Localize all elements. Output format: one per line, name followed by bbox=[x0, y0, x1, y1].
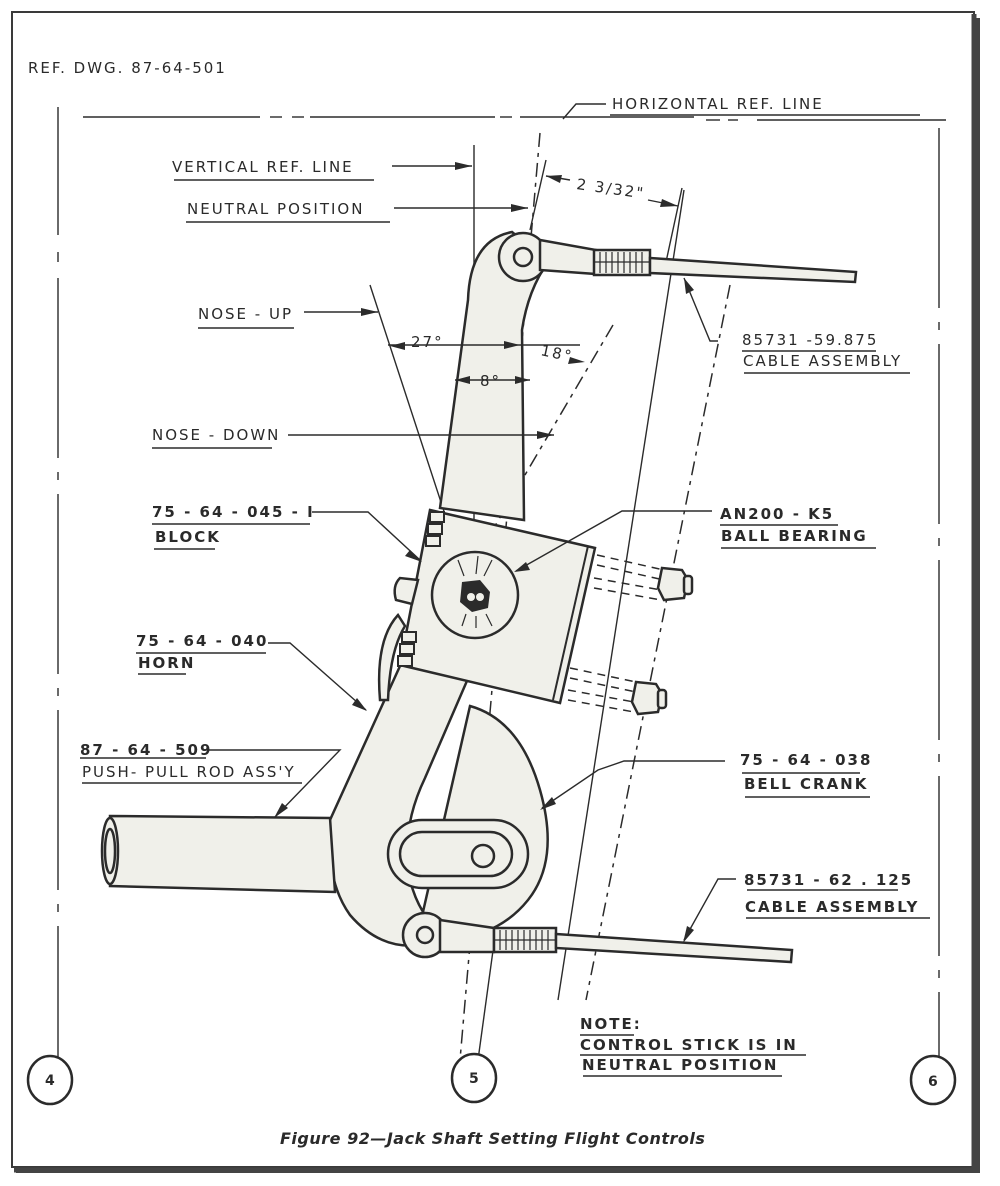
callout-ball-bearing: AN200 - K5 BALL BEARING bbox=[514, 505, 876, 572]
station-4-text: 4 bbox=[45, 1073, 55, 1089]
callout-rod-part: 87 - 64 - 509 bbox=[80, 741, 212, 759]
vertical-ref-label: VERTICAL REF. LINE bbox=[172, 158, 472, 181]
station-6-text: 6 bbox=[928, 1074, 938, 1090]
upper-cable-assembly bbox=[497, 231, 858, 284]
callout-bearing-name: BALL BEARING bbox=[721, 527, 868, 545]
horn-center-line bbox=[557, 189, 685, 1001]
callout-lower-cable: 85731 - 62 . 125 CABLE ASSEMBLY bbox=[683, 871, 930, 943]
callout-lower-cable-name: CABLE ASSEMBLY bbox=[745, 898, 919, 916]
vertical-ref-text: VERTICAL REF. LINE bbox=[172, 158, 354, 176]
callout-upper-cable-name: CABLE ASSEMBLY bbox=[743, 352, 902, 370]
nose-down-label: NOSE - DOWN bbox=[152, 426, 554, 449]
angle-neutral-text: 8° bbox=[480, 372, 501, 390]
lower-cable-assembly bbox=[401, 911, 794, 964]
station-marker-4: 4 bbox=[26, 1054, 74, 1106]
callout-upper-cable-part: 85731 -59.875 bbox=[742, 331, 878, 349]
callout-horn-part: 75 - 64 - 040 bbox=[136, 632, 268, 650]
callout-push-pull-rod: 87 - 64 - 509 PUSH- PULL ROD ASS'Y bbox=[80, 741, 342, 818]
upper-nut bbox=[656, 566, 690, 602]
station-5-text: 5 bbox=[469, 1071, 479, 1087]
nose-up-text: NOSE - UP bbox=[198, 305, 293, 323]
callout-bellcrank-name: BELL CRANK bbox=[744, 775, 868, 793]
ball-bearing bbox=[430, 550, 520, 640]
callout-bearing-part: AN200 - K5 bbox=[720, 505, 834, 523]
callout-bell-crank: 75 - 64 - 038 BELL CRANK bbox=[540, 751, 872, 810]
horizontal-ref-text: HORIZONTAL REF. LINE bbox=[612, 95, 824, 113]
note-line-2: NEUTRAL POSITION bbox=[582, 1056, 778, 1074]
callout-horn-name: HORN bbox=[138, 654, 195, 672]
bellcrank-center-line bbox=[585, 284, 731, 1001]
nose-down-text: NOSE - DOWN bbox=[152, 426, 280, 444]
callout-block-part: 75 - 64 - 045 - I bbox=[152, 503, 315, 521]
angle-nose-up-text: 27° bbox=[411, 333, 444, 351]
callout-horn: 75 - 64 - 040 HORN bbox=[136, 632, 367, 711]
station-marker-6: 6 bbox=[909, 1054, 957, 1106]
callout-bellcrank-part: 75 - 64 - 038 bbox=[740, 751, 872, 769]
callout-lower-cable-part: 85731 - 62 . 125 bbox=[744, 871, 913, 889]
block-bolts bbox=[567, 554, 694, 716]
note: NOTE: CONTROL STICK IS IN NEUTRAL POSITI… bbox=[580, 1015, 806, 1077]
neutral-position-text: NEUTRAL POSITION bbox=[187, 200, 364, 218]
horizontal-ref-line bbox=[83, 116, 946, 121]
lower-nut bbox=[630, 680, 664, 716]
figure-caption: Figure 92—Jack Shaft Setting Flight Cont… bbox=[280, 1129, 705, 1148]
ref-drawing-number: REF. DWG. 87-64-501 bbox=[28, 59, 227, 77]
note-title: NOTE: bbox=[580, 1015, 642, 1033]
station-marker-5: 5 bbox=[450, 1052, 498, 1104]
nose-up-label: NOSE - UP bbox=[198, 305, 378, 329]
neutral-position-label: NEUTRAL POSITION bbox=[186, 200, 528, 223]
horizontal-ref-label: HORIZONTAL REF. LINE bbox=[562, 95, 920, 120]
callout-block-name: BLOCK bbox=[155, 528, 221, 546]
callout-rod-name: PUSH- PULL ROD ASS'Y bbox=[82, 763, 296, 781]
callout-block: 75 - 64 - 045 - I BLOCK bbox=[152, 503, 422, 562]
note-line-1: CONTROL STICK IS IN bbox=[580, 1036, 798, 1054]
push-pull-rod bbox=[100, 814, 337, 894]
clevis-fitting bbox=[386, 818, 530, 890]
callout-upper-cable: 85731 -59.875 CABLE ASSEMBLY bbox=[683, 277, 910, 374]
